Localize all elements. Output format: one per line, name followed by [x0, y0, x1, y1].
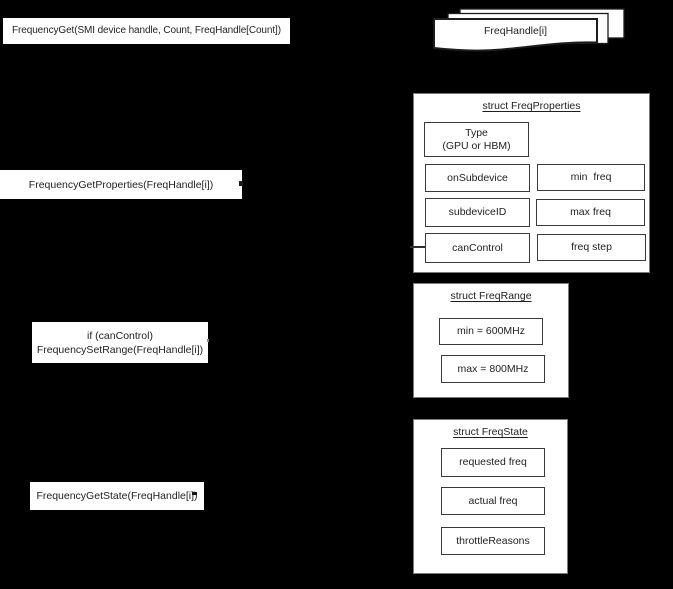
- field-min-600mhz: min = 600MHz: [439, 318, 543, 345]
- field-onsubdevice: onSubdevice: [425, 164, 530, 192]
- document-stack-shape: [433, 8, 625, 52]
- struct-freq-state: struct FreqState requested freq actual f…: [413, 419, 568, 574]
- frequency-set-range-label: FrequencySetRange(FreqHandle[i]): [36, 343, 204, 356]
- freq-handle-stack: [430, 4, 630, 58]
- field-actual-freq: actual freq: [441, 487, 545, 515]
- call-box-frequency-get-properties: FrequencyGetProperties(FreqHandle[i]): [0, 170, 242, 199]
- field-min-freq: min freq: [537, 164, 645, 191]
- arrow-remnant-get-properties: [239, 181, 243, 186]
- struct-freq-state-title: struct FreqState: [453, 426, 528, 438]
- field-requested-freq: requested freq: [441, 448, 545, 477]
- struct-freq-properties: struct FreqProperties Type (GPU or HBM) …: [413, 93, 650, 273]
- arrow-remnant-set-range: [207, 339, 209, 342]
- struct-freq-range: struct FreqRange min = 600MHz max = 800M…: [413, 283, 569, 398]
- struct-freq-range-title: struct FreqRange: [450, 290, 532, 302]
- field-type: Type (GPU or HBM): [424, 122, 529, 157]
- field-type-line1: Type: [465, 126, 488, 139]
- call-box-frequency-get-properties-label: FrequencyGetProperties(FreqHandle[i]): [28, 178, 214, 191]
- call-box-frequency-get-state-label: FrequencyGetState(FreqHandle[i]): [36, 490, 198, 502]
- field-max-800mhz: max = 800MHz: [441, 355, 545, 383]
- field-throttlereasons: throttleReasons: [441, 527, 545, 555]
- arrow-remnant-get-state: [192, 492, 197, 495]
- field-max-freq: max freq: [536, 199, 645, 226]
- freq-handle-stack-label: FreqHandle[i]: [483, 25, 548, 37]
- field-subdeviceid: subdeviceID: [425, 198, 530, 227]
- cancontrol-connector-line: [410, 246, 425, 248]
- field-type-line2: (GPU or HBM): [442, 139, 511, 152]
- stack-card-front: [433, 18, 598, 52]
- call-box-frequency-get: FrequencyGet(SMI device handle, Count, F…: [3, 18, 290, 44]
- call-box-frequency-set-range: if (canControl) FrequencySetRange(FreqHa…: [32, 322, 208, 363]
- call-box-frequency-get-state: FrequencyGetState(FreqHandle[i]): [30, 482, 204, 510]
- field-freq-step: freq step: [537, 234, 646, 261]
- if-cancontrol-condition-label: if (canControl): [87, 329, 153, 342]
- call-box-frequency-get-label: FrequencyGet(SMI device handle, Count, F…: [12, 25, 281, 36]
- field-cancontrol: canControl: [425, 233, 530, 263]
- struct-freq-properties-title: struct FreqProperties: [482, 100, 581, 112]
